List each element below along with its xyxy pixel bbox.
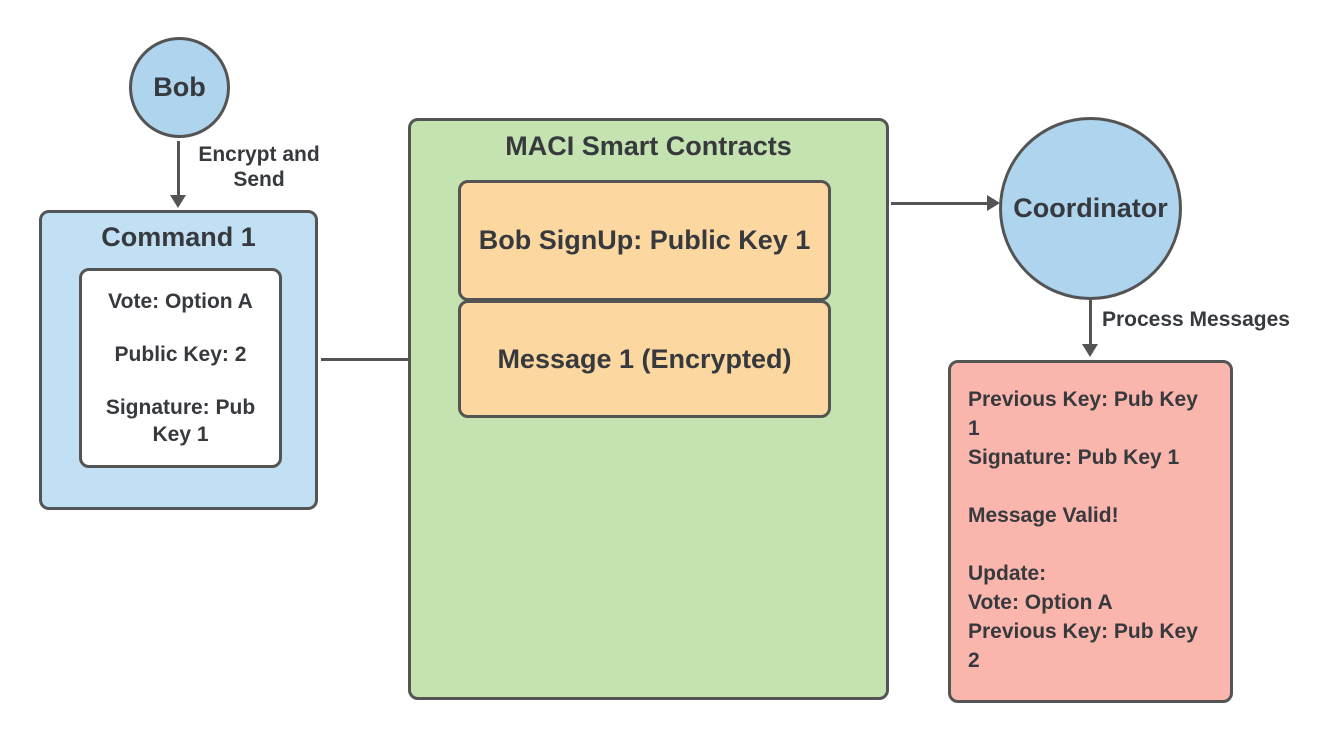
command-item-public-key: Public Key: 2 xyxy=(114,343,247,366)
result-line: Signature: Pub Key 1 xyxy=(968,446,1180,469)
edge-command-to-maci xyxy=(321,358,444,361)
node-bob-label: Bob xyxy=(153,72,206,102)
result-line: Previous Key: Pub Key 2 xyxy=(968,620,1198,672)
result-line: Message Valid! xyxy=(968,504,1119,527)
result-line: Previous Key: Pub Key 1 xyxy=(968,388,1198,440)
node-command-1: Command 1 Vote: Option A Public Key: 2 S… xyxy=(39,210,318,510)
maci-entry-bob-signup: Bob SignUp: Public Key 1 xyxy=(458,180,831,301)
edge-coordinator-to-result xyxy=(1089,300,1092,344)
edge-label-encrypt-and-send: Encrypt and Send xyxy=(198,143,320,191)
node-coordinator-label: Coordinator xyxy=(1013,193,1168,223)
command-item-vote: Vote: Option A xyxy=(108,290,253,313)
maci-entry-bob-signup-label: Bob SignUp: Public Key 1 xyxy=(478,225,811,255)
maci-entry-message-1: Message 1 (Encrypted) xyxy=(458,300,831,418)
arrow-head-down-icon xyxy=(1082,344,1098,357)
node-bob: Bob xyxy=(129,37,230,138)
maci-title: MACI Smart Contracts xyxy=(505,131,792,161)
node-process-result: Previous Key: Pub Key 1 Signature: Pub K… xyxy=(948,360,1233,703)
edge-maci-to-coordinator xyxy=(891,202,987,205)
command-item-signature: Signature: Pub Key 1 xyxy=(105,396,256,446)
edge-label-process-messages: Process Messages xyxy=(1102,308,1290,331)
arrow-head-right-icon xyxy=(987,195,1000,211)
command-1-payload: Vote: Option A Public Key: 2 Signature: … xyxy=(79,268,282,468)
result-line: Update: xyxy=(968,562,1047,585)
command-1-title: Command 1 xyxy=(101,222,256,252)
arrow-head-down-icon xyxy=(170,195,186,208)
maci-entry-message-1-label: Message 1 (Encrypted) xyxy=(497,343,792,374)
node-coordinator: Coordinator xyxy=(999,117,1182,300)
result-line: Vote: Option A xyxy=(968,591,1113,614)
node-maci-smart-contracts: MACI Smart Contracts Bob SignUp: Public … xyxy=(408,118,889,700)
result-line xyxy=(968,530,1206,559)
edge-bob-to-command xyxy=(177,141,180,195)
result-line xyxy=(968,472,1206,501)
